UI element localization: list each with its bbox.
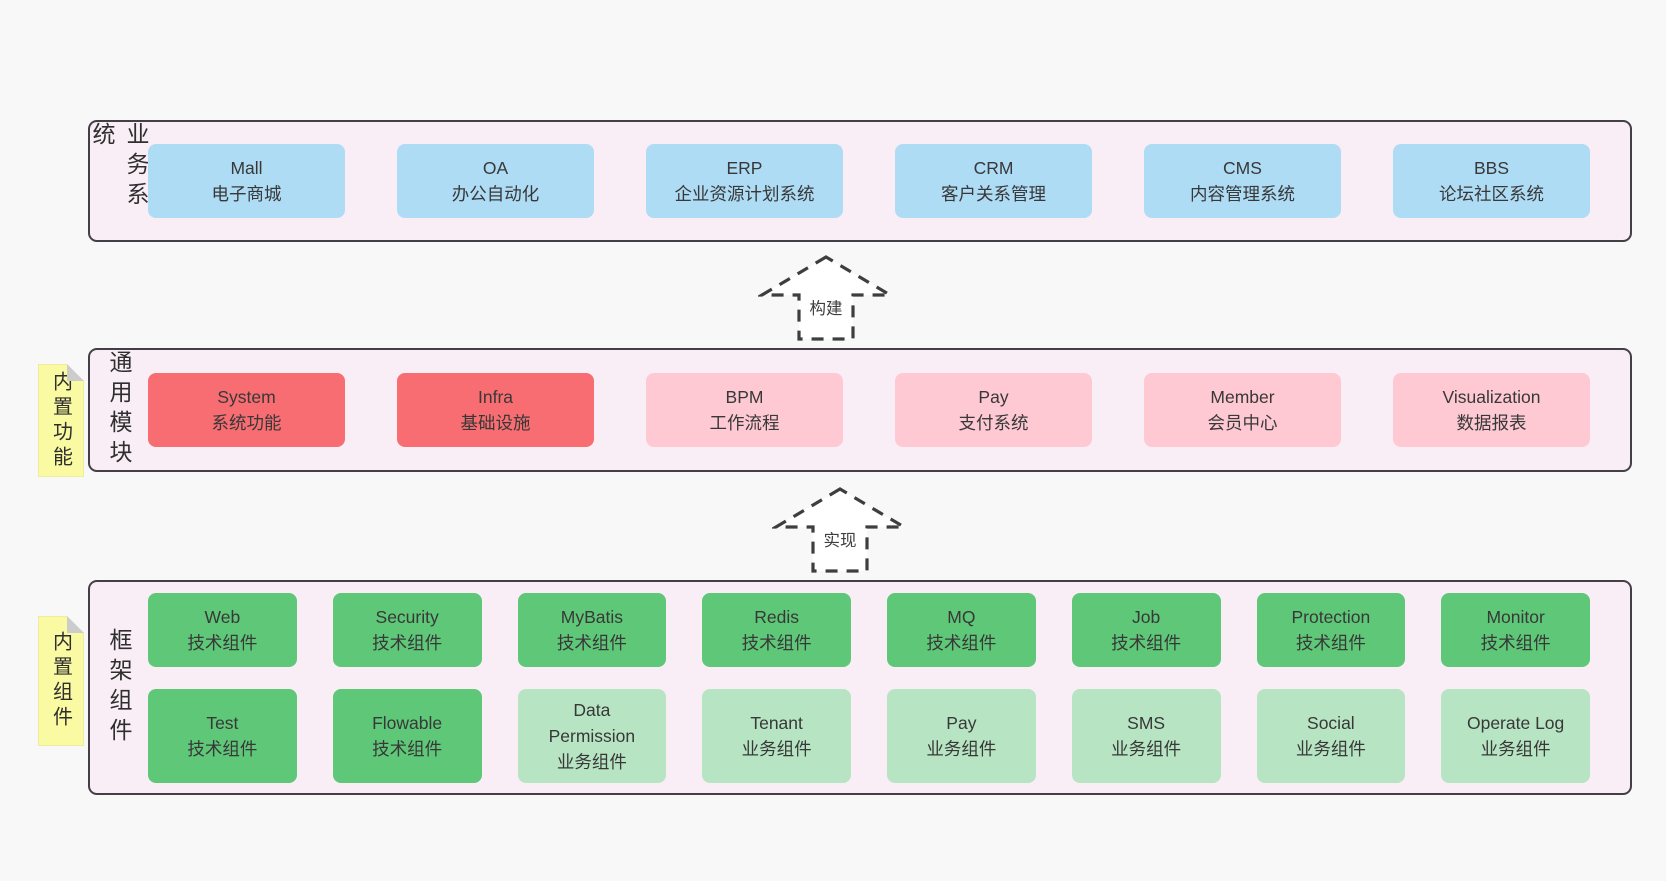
box-monitor: Monitor 技术组件	[1441, 592, 1590, 667]
box-sms: SMS 业务组件	[1071, 688, 1221, 783]
box-operate-log: Operate Log 业务组件	[1441, 688, 1590, 783]
framework-components-row-1: Web 技术组件 Security 技术组件 MyBatis 技术组件 Redi…	[148, 592, 1590, 667]
layer-label-business-systems: 业务系统	[89, 122, 149, 212]
box-redis: Redis 技术组件	[702, 592, 851, 667]
box-member: Member 会员中心	[1144, 373, 1341, 447]
box-pay-module: Pay 支付系统	[895, 373, 1092, 447]
box-tenant: Tenant 业务组件	[702, 688, 851, 783]
box-bbs: BBS 论坛社区系统	[1393, 144, 1590, 218]
arrow-implement: 实现	[772, 486, 908, 574]
box-web: Web 技术组件	[148, 592, 297, 667]
box-flowable: Flowable 技术组件	[332, 688, 482, 783]
layer-framework-components: 框架组件 Web 技术组件 Security 技术组件 MyBatis 技术组件…	[88, 580, 1632, 795]
box-test: Test 技术组件	[148, 688, 297, 783]
box-data-permission: Data Permission 业务组件	[517, 688, 667, 783]
box-mall: Mall 电子商城	[148, 144, 345, 218]
box-erp: ERP 企业资源计划系统	[646, 144, 843, 218]
box-infra: Infra 基础设施	[397, 373, 594, 447]
box-crm: CRM 客户关系管理	[895, 144, 1092, 218]
box-security: Security 技术组件	[332, 592, 482, 667]
note-built-in-components: 内置组件	[38, 616, 84, 746]
common-modules-rows: System 系统功能 Infra 基础设施 BPM 工作流程 Pay 支付系统…	[148, 350, 1630, 470]
box-system: System 系统功能	[148, 373, 345, 447]
business-systems-rows: Mall 电子商城 OA 办公自动化 ERP 企业资源计划系统 CRM 客户关系…	[148, 122, 1630, 240]
framework-components-rows: Web 技术组件 Security 技术组件 MyBatis 技术组件 Redi…	[148, 582, 1630, 793]
box-job: Job 技术组件	[1071, 592, 1221, 667]
box-bpm: BPM 工作流程	[646, 373, 843, 447]
box-protection: Protection 技术组件	[1256, 592, 1406, 667]
box-visualization: Visualization 数据报表	[1393, 373, 1590, 447]
layer-label-common-modules: 通用模块	[106, 350, 132, 470]
box-social: Social 业务组件	[1256, 688, 1406, 783]
common-modules-row: System 系统功能 Infra 基础设施 BPM 工作流程 Pay 支付系统…	[148, 373, 1590, 447]
box-mq: MQ 技术组件	[887, 592, 1036, 667]
box-pay-component: Pay 业务组件	[887, 688, 1036, 783]
layer-business-systems: 业务系统 Mall 电子商城 OA 办公自动化 ERP 企业资源计划系统 CRM…	[88, 120, 1632, 242]
arrow-build: 构建	[758, 254, 894, 342]
framework-components-row-2: Test 技术组件 Flowable 技术组件 Data Permission …	[148, 688, 1590, 783]
box-cms: CMS 内容管理系统	[1144, 144, 1341, 218]
arrow-build-label: 构建	[806, 295, 846, 319]
layer-common-modules: 通用模块 System 系统功能 Infra 基础设施 BPM 工作流程 Pay…	[88, 348, 1632, 472]
business-systems-row: Mall 电子商城 OA 办公自动化 ERP 企业资源计划系统 CRM 客户关系…	[148, 144, 1590, 218]
box-mybatis: MyBatis 技术组件	[517, 592, 667, 667]
layer-label-framework-components: 框架组件	[106, 627, 132, 748]
note-built-in-features: 内置功能	[38, 364, 84, 477]
arrow-implement-label: 实现	[820, 527, 860, 551]
box-oa: OA 办公自动化	[397, 144, 594, 218]
